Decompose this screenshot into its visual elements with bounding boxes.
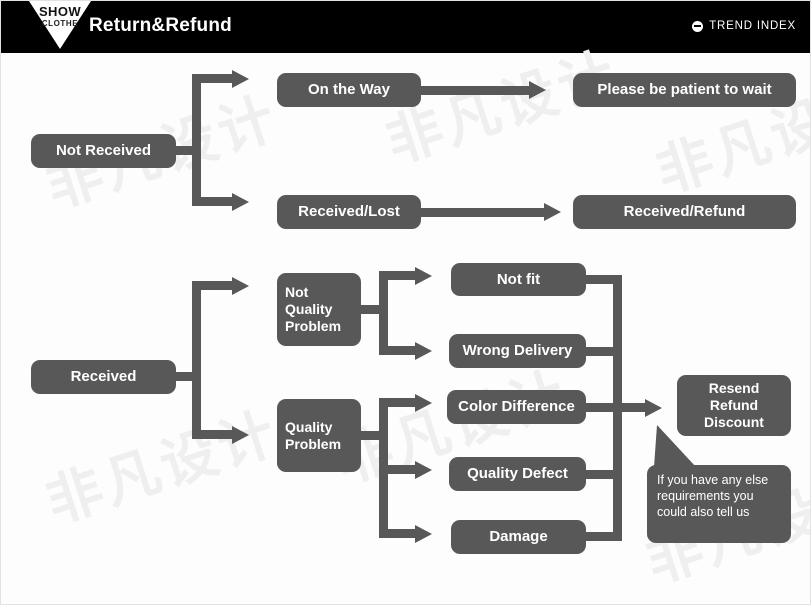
- node-not-fit[interactable]: Not fit: [451, 263, 586, 296]
- callout-line-3: could also tell us: [657, 505, 750, 519]
- callout-line-1: If you have any else: [657, 473, 769, 487]
- node-received-refund[interactable]: Received/Refund: [573, 195, 796, 229]
- connector-not-received-stub: [176, 146, 200, 155]
- callout-line-2: requirements you: [657, 489, 754, 503]
- connector-not-received-split: [192, 74, 201, 206]
- node-color-difference[interactable]: Color Difference: [447, 390, 586, 424]
- logo-primary-text: SHOW: [38, 4, 82, 19]
- connector-nqp-to-not-fit: [379, 271, 417, 280]
- connector-damage-to-bus: [586, 532, 622, 541]
- connector-color-difference-to-bus: [586, 403, 622, 412]
- connector-bus-to-resolution: [613, 403, 647, 412]
- node-line-2: Quality: [285, 301, 333, 317]
- node-on-the-way[interactable]: On the Way: [277, 73, 421, 107]
- node-line-1: Quality: [285, 418, 333, 435]
- trend-index-label: TREND INDEX: [709, 20, 796, 32]
- arrow-on-the-way-to-outcome: [529, 81, 546, 99]
- page-header: SHOW CLOTHE Return&Refund TREND INDEX: [1, 1, 810, 53]
- connector-to-not-quality-problem: [192, 281, 234, 290]
- arrow-nqp-to-wrong-delivery: [415, 341, 432, 360]
- show-clothe-logo: SHOW CLOTHE: [29, 1, 91, 53]
- arrow-bus-to-resolution: [645, 398, 662, 417]
- connector-on-the-way-to-outcome: [421, 85, 531, 95]
- node-line-1: Not: [285, 284, 309, 300]
- arrow-to-on-the-way: [232, 69, 249, 88]
- node-received[interactable]: Received: [31, 360, 176, 394]
- connector-quality-defect-to-bus: [586, 470, 622, 479]
- connector-received-stub: [176, 372, 200, 381]
- node-please-be-patient-to-wait[interactable]: Please be patient to wait: [573, 73, 796, 107]
- arrow-qp-to-damage: [415, 524, 432, 543]
- node-not-received[interactable]: Not Received: [31, 134, 176, 168]
- arrow-to-quality-problem: [232, 425, 249, 444]
- resolution-line-3: Discount: [704, 414, 764, 430]
- page-title: Return&Refund: [89, 15, 232, 36]
- logo-secondary-text: CLOTHE: [41, 19, 79, 28]
- connector-to-on-the-way: [192, 74, 234, 83]
- node-line-2: Problem: [285, 435, 342, 452]
- node-received-lost[interactable]: Received/Lost: [277, 195, 421, 229]
- node-not-quality-problem[interactable]: Not Quality Problem: [277, 273, 361, 346]
- connector-not-fit-to-bus: [586, 275, 622, 284]
- node-resend-refund-discount[interactable]: Resend Refund Discount: [677, 375, 791, 436]
- connector-qp-to-damage: [379, 529, 417, 538]
- connector-to-received-lost: [192, 197, 234, 206]
- arrow-to-not-quality-problem: [232, 276, 249, 295]
- connector-to-quality-problem: [192, 430, 234, 439]
- arrow-qp-to-color-difference: [415, 393, 432, 412]
- arrow-qp-to-quality-defect: [415, 460, 432, 479]
- connector-nqp-stub: [361, 305, 387, 314]
- callout-note[interactable]: If you have any else requirements you co…: [647, 465, 791, 543]
- connector-qp-to-color-difference: [379, 398, 417, 407]
- node-wrong-delivery[interactable]: Wrong Delivery: [449, 334, 586, 368]
- resolution-line-2: Refund: [709, 397, 759, 413]
- logo-triangle-icon: [29, 1, 91, 49]
- trend-index-icon: [692, 20, 704, 32]
- trend-index-brand: TREND INDEX: [692, 20, 796, 32]
- connector-qp-to-quality-defect: [379, 465, 417, 474]
- arrow-received-lost-to-outcome: [544, 203, 561, 221]
- node-line-3: Problem: [285, 318, 342, 334]
- connector-nqp-to-wrong-delivery: [379, 346, 417, 355]
- connector-wrong-delivery-to-bus: [586, 347, 622, 356]
- arrow-nqp-to-not-fit: [415, 266, 432, 285]
- arrow-to-received-lost: [232, 192, 249, 211]
- node-quality-defect[interactable]: Quality Defect: [449, 457, 586, 491]
- flowchart-canvas: 非凡设计 非凡设计 非凡设计 非凡设计 非凡设计 非凡设计 Not Receiv…: [1, 40, 810, 604]
- watermark-text: 非凡设计: [38, 400, 287, 537]
- resolution-line-1: Resend: [708, 380, 760, 396]
- node-quality-problem[interactable]: Quality Problem: [277, 399, 361, 472]
- node-damage[interactable]: Damage: [451, 520, 586, 554]
- connector-received-split: [192, 281, 201, 439]
- connector-received-lost-to-outcome: [421, 207, 546, 217]
- connector-qp-stub: [361, 431, 387, 440]
- connector-nqp-split: [379, 271, 388, 355]
